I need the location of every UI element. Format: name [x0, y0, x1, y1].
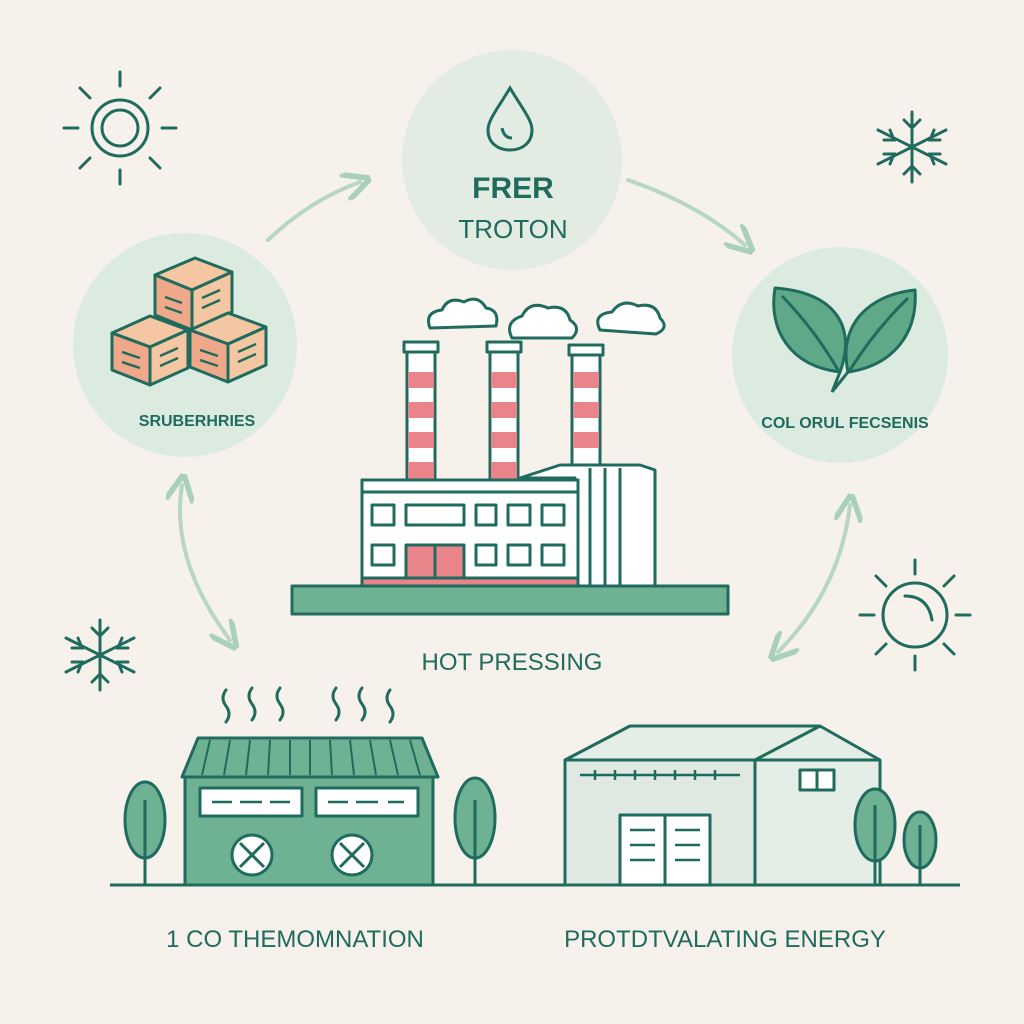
top-node-circle [402, 50, 622, 270]
factory-icon [290, 297, 730, 616]
bottom-right-label: PROTDTVALATING ENERGY [564, 926, 886, 953]
tree-icon [123, 776, 938, 885]
stacked-boxes-icon [110, 256, 268, 387]
center-node-label: HOT PRESSING [422, 649, 603, 676]
connector-arrows [180, 180, 850, 652]
leaves-icon [772, 286, 917, 393]
right-node-label: COL ORUL FECSENIS [761, 415, 929, 432]
warehouse-icon [563, 724, 882, 887]
snowflake-icon [876, 110, 948, 184]
sun-icon [858, 558, 972, 672]
top-node-title: FRER [472, 172, 554, 205]
sun-icon [62, 70, 178, 186]
bottom-left-label: 1 CO THEMOMNATION [166, 926, 424, 953]
water-drop-icon [486, 85, 534, 152]
left-node-label: SRUBERHRIES [139, 413, 256, 430]
greenhouse-building-icon [180, 686, 440, 887]
snowflake-icon [64, 618, 136, 692]
top-node-subtitle: TROTON [458, 214, 567, 244]
